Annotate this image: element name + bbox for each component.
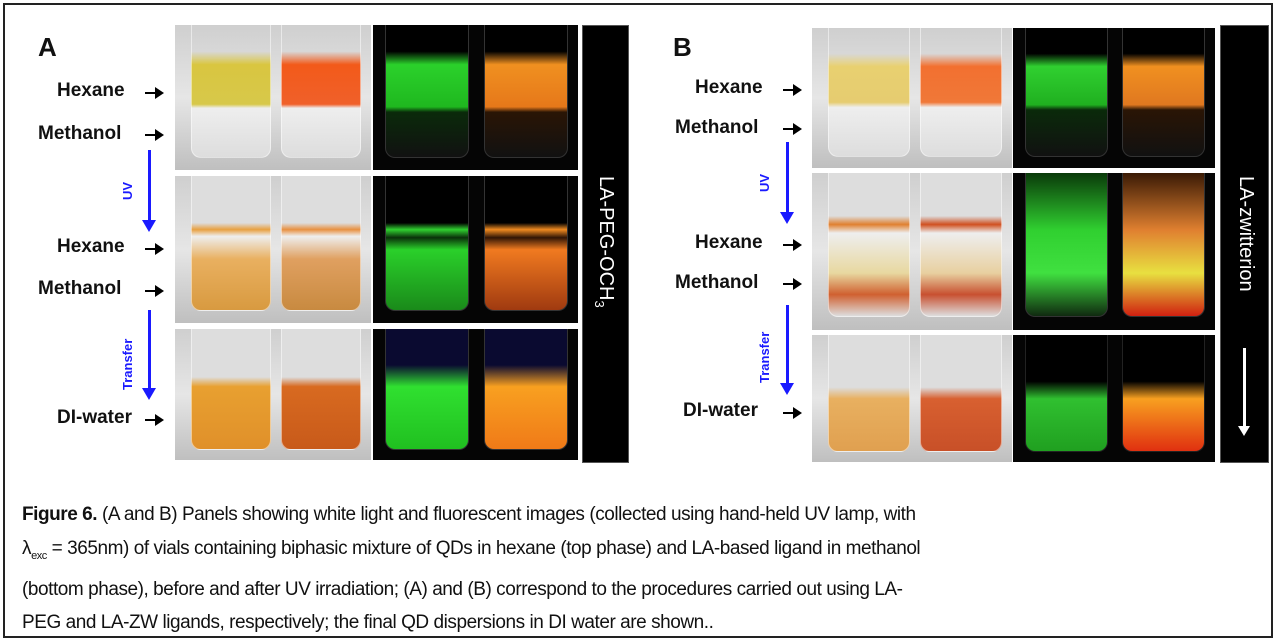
photo-white-light: [175, 25, 371, 170]
label-methanol: Methanol: [38, 123, 122, 144]
arrow-icon: [783, 407, 802, 419]
photo-white-light: [175, 329, 371, 460]
arrow-icon: [783, 84, 802, 96]
arrow-icon: [783, 239, 802, 251]
figure-border: [3, 3, 1273, 638]
transfer-label: Transfer: [120, 338, 135, 390]
photo-fluorescence: [373, 176, 578, 323]
arrow-icon: [783, 278, 802, 290]
caption-line: PEG and LA-ZW ligands, respectively; the…: [22, 612, 714, 634]
ligand-side-label: LA-zwitterion: [1220, 25, 1269, 463]
lambda-symbol: λ: [22, 537, 32, 559]
photo-fluorescence: [1013, 28, 1215, 168]
caption-line: (bottom phase), before and after UV irra…: [22, 578, 903, 600]
label-hexane: Hexane: [695, 77, 763, 98]
photo-white-light: [812, 28, 1012, 168]
label-di-water: DI-water: [57, 407, 132, 428]
photo-fluorescence: [1013, 335, 1215, 462]
label-methanol: Methanol: [38, 278, 122, 299]
lambda-subscript: exc: [31, 549, 47, 562]
caption-line: (A and B) Panels showing white light and…: [97, 504, 916, 525]
arrow-icon: [145, 243, 164, 255]
figure-caption: Figure 6. (A and B) Panels showing white…: [22, 498, 921, 640]
down-arrow-icon: [1238, 348, 1250, 436]
arrow-icon: [145, 285, 164, 297]
uv-label: UV: [120, 181, 135, 200]
caption-title: Figure 6.: [22, 504, 98, 525]
photo-white-light: [812, 335, 1012, 462]
photo-white-light: [175, 176, 371, 323]
label-methanol: Methanol: [675, 117, 759, 138]
uv-label: UV: [757, 173, 772, 192]
transfer-arrow-icon: [142, 310, 156, 400]
caption-line: = 365nm) of vials containing biphasic mi…: [46, 537, 921, 559]
arrow-icon: [783, 123, 802, 135]
transfer-label: Transfer: [757, 331, 772, 383]
transfer-arrow-icon: [780, 305, 794, 395]
arrow-icon: [145, 414, 164, 426]
photo-fluorescence: [1013, 173, 1215, 330]
label-hexane: Hexane: [57, 80, 125, 101]
uv-arrow-icon: [780, 142, 794, 224]
ligand-name: LA-zwitterion: [1235, 176, 1257, 292]
panel-b-label: B: [673, 32, 692, 62]
photo-white-light: [812, 173, 1012, 330]
ligand-name: LA-PEG-OCH: [595, 176, 617, 301]
arrow-icon: [145, 87, 164, 99]
panel-a-label: A: [38, 32, 57, 62]
label-methanol: Methanol: [675, 272, 759, 293]
arrow-icon: [145, 129, 164, 141]
uv-arrow-icon: [142, 150, 156, 232]
label-hexane: Hexane: [695, 232, 763, 253]
photo-fluorescence: [373, 329, 578, 460]
label-di-water: DI-water: [683, 400, 758, 421]
label-hexane: Hexane: [57, 236, 125, 257]
photo-fluorescence: [373, 25, 578, 170]
ligand-side-label: LA-PEG-OCH3: [582, 25, 629, 463]
ligand-subscript: 3: [592, 300, 607, 308]
